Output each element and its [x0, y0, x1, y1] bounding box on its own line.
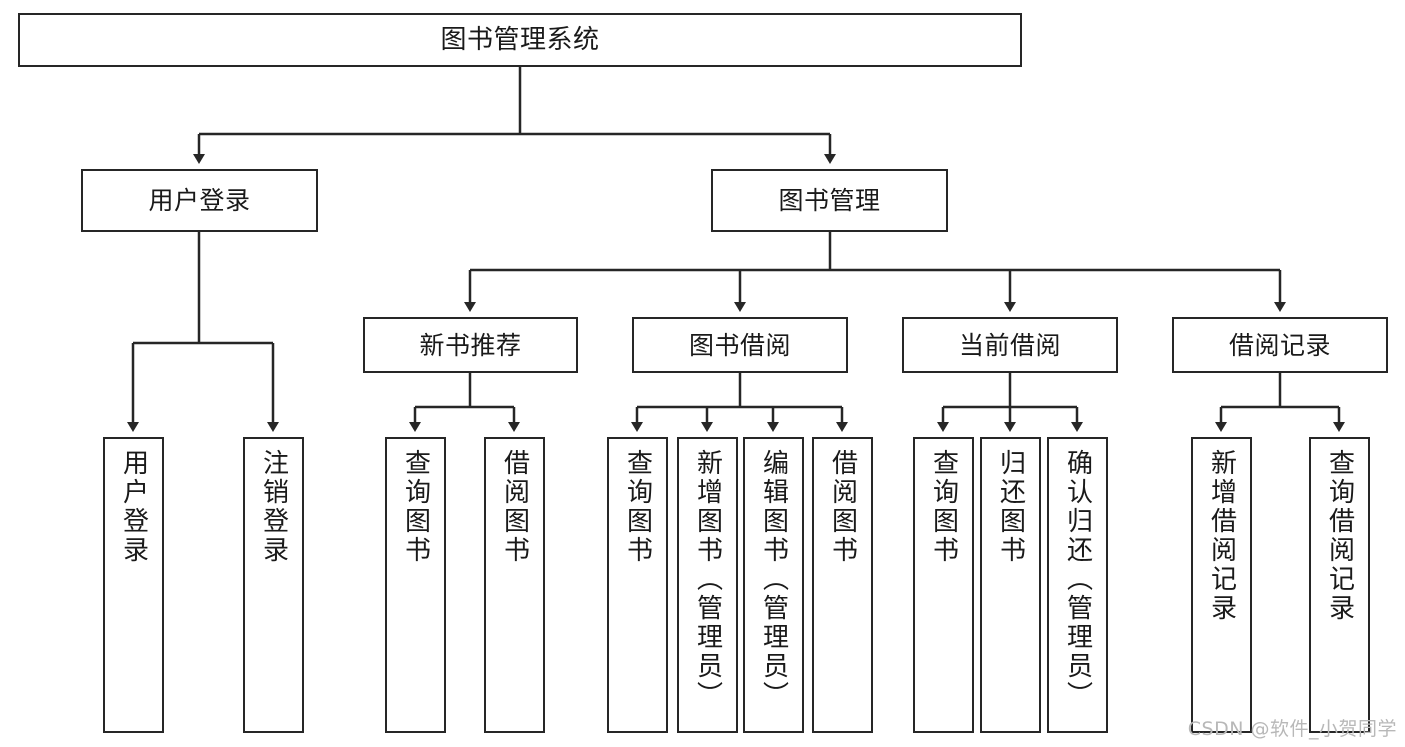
node-borrow-record[interactable]: 借阅记录 — [1172, 317, 1388, 373]
node-label: 新增图书（管理员） — [692, 449, 723, 710]
leaf-borrow-add-book-admin[interactable]: 新增图书（管理员） — [677, 437, 738, 733]
node-label: 用户登录 — [148, 186, 251, 215]
leaf-user-login-login[interactable]: 用户登录 — [103, 437, 164, 733]
leaf-current-return-book[interactable]: 归还图书 — [980, 437, 1041, 733]
node-label: 图书借阅 — [688, 330, 791, 360]
node-label: 借阅图书 — [827, 449, 858, 565]
leaf-recommend-query-book[interactable]: 查询图书 — [385, 437, 446, 733]
csdn-watermark: CSDN @软件_小贺同学 — [1187, 718, 1397, 740]
node-label: 图书管理系统 — [440, 24, 600, 55]
node-label: 编辑图书（管理员） — [758, 449, 789, 710]
node-label: 新增借阅记录 — [1206, 449, 1237, 623]
leaf-recommend-borrow-book[interactable]: 借阅图书 — [484, 437, 545, 733]
node-label: 查询借阅记录 — [1324, 449, 1355, 623]
node-new-book-recommend[interactable]: 新书推荐 — [363, 317, 578, 373]
node-label: 归还图书 — [995, 449, 1026, 565]
leaf-borrow-borrow-book[interactable]: 借阅图书 — [812, 437, 873, 733]
leaf-record-query-record[interactable]: 查询借阅记录 — [1309, 437, 1370, 733]
node-user-login[interactable]: 用户登录 — [81, 169, 318, 232]
leaf-current-query-book[interactable]: 查询图书 — [913, 437, 974, 733]
node-book-borrow[interactable]: 图书借阅 — [632, 317, 848, 373]
leaf-borrow-edit-book-admin[interactable]: 编辑图书（管理员） — [743, 437, 804, 733]
leaf-record-add-record[interactable]: 新增借阅记录 — [1191, 437, 1252, 733]
node-label: 查询图书 — [928, 449, 959, 565]
node-label: 借阅图书 — [499, 449, 530, 565]
node-label: 确认归还（管理员） — [1062, 449, 1093, 710]
node-current-borrow[interactable]: 当前借阅 — [902, 317, 1118, 373]
leaf-current-confirm-return-admin[interactable]: 确认归还（管理员） — [1047, 437, 1108, 733]
node-label: 查询图书 — [400, 449, 431, 565]
node-label: 借阅记录 — [1228, 330, 1331, 360]
leaf-borrow-query-book[interactable]: 查询图书 — [607, 437, 668, 733]
node-root-system[interactable]: 图书管理系统 — [18, 13, 1022, 67]
node-label: 查询图书 — [622, 449, 653, 565]
node-label: 用户登录 — [118, 449, 149, 565]
node-label: 当前借阅 — [958, 330, 1061, 360]
node-book-management[interactable]: 图书管理 — [711, 169, 948, 232]
node-label: 新书推荐 — [419, 330, 522, 360]
node-label: 图书管理 — [778, 186, 881, 215]
node-label: 注销登录 — [258, 449, 289, 565]
leaf-user-login-logout[interactable]: 注销登录 — [243, 437, 304, 733]
